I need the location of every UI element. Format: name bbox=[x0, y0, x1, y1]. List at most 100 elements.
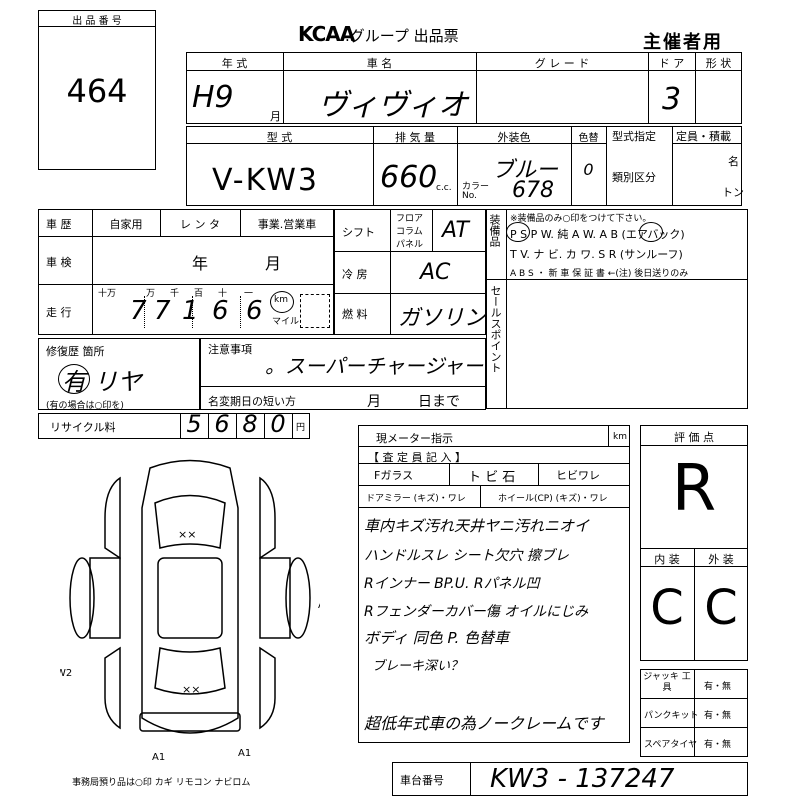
repaint-value: 0 bbox=[583, 160, 594, 179]
chassis-table bbox=[392, 762, 748, 796]
hibi-label: ヒビワレ bbox=[556, 469, 600, 482]
comment-1: ハンドルスレ シート欠穴 擦ブレ bbox=[364, 548, 569, 564]
mile-label: マイル bbox=[272, 317, 300, 327]
repair-table bbox=[38, 338, 200, 410]
history-table bbox=[38, 209, 334, 335]
mileage-unit-0: 十万 bbox=[98, 289, 117, 299]
mileage-digit-3: 6 bbox=[212, 296, 229, 326]
model-label: 型 式 bbox=[266, 131, 293, 144]
header-mark: 主催者用 bbox=[643, 32, 723, 53]
accessory-label-0: ジャッキ 工具 bbox=[643, 672, 691, 693]
comment-5: ブレーキ深い？ bbox=[372, 659, 464, 674]
mileage-unit-4: 十 bbox=[218, 289, 228, 299]
repair-label: 修復歴 箇所 bbox=[46, 345, 105, 358]
wheel-label: ホイール(CP) (キズ)・ワレ bbox=[498, 494, 608, 504]
km-circle bbox=[270, 291, 294, 313]
recycle-digit-0: 5 bbox=[186, 410, 202, 438]
model-value: V-KW3 bbox=[212, 163, 319, 198]
footer-items: 事務局預り品は○印 カギ リモコン ナビロム bbox=[72, 778, 251, 788]
reg-month: 月 bbox=[367, 394, 381, 410]
fuel-value: ガソリン bbox=[398, 306, 487, 331]
reg-day: 日まで bbox=[418, 394, 460, 410]
tobiishi-label: ト ビ 石 bbox=[468, 470, 516, 485]
color-label: 外装色 bbox=[497, 131, 531, 144]
km-label: km bbox=[274, 295, 288, 305]
inspection-month: 月 bbox=[265, 254, 282, 273]
mileage-digit-4: 6 bbox=[246, 296, 263, 326]
lot-number: 464 bbox=[66, 72, 128, 110]
accessory-label-1: パンクキット bbox=[644, 711, 699, 721]
notes-label: 注意事項 bbox=[208, 343, 252, 356]
notes-table bbox=[200, 338, 486, 410]
comment-6: 超低年式車の為ノークレームです bbox=[364, 714, 604, 733]
year-value: H9 bbox=[192, 80, 234, 115]
colorno-value: 678 bbox=[512, 178, 554, 203]
shift-label: シフト bbox=[342, 226, 375, 239]
history-opt3: 事業.営業車 bbox=[257, 218, 317, 231]
repair-note: (有の場合は○印を) bbox=[46, 401, 124, 411]
accessory-label-2: スペアタイヤ bbox=[644, 740, 698, 750]
month-unit: 月 bbox=[270, 110, 281, 123]
capacity-unit1: 名 bbox=[728, 155, 739, 168]
history-opt1: 自家用 bbox=[109, 218, 143, 231]
mark-xx-bottom: ×× bbox=[182, 683, 200, 696]
shift-opt-0: フロア bbox=[396, 214, 424, 224]
shift-opt-1: コラム bbox=[396, 227, 423, 237]
equipment-label: 装備品 bbox=[488, 214, 501, 247]
comment-3: Rフェンダーカバー傷 オイルにじみ bbox=[364, 604, 589, 620]
cc-unit: c.c. bbox=[436, 183, 452, 193]
capacity-unit2: トン bbox=[722, 186, 744, 199]
ps-circle bbox=[506, 222, 530, 242]
shift-opt-2: パネル bbox=[396, 240, 424, 250]
recycle-digit-1: 6 bbox=[214, 410, 230, 438]
row2-table bbox=[186, 126, 742, 206]
header-brand: KCAA bbox=[298, 22, 355, 46]
fglass-label: Fガラス bbox=[374, 469, 414, 482]
mileage-unit-5: 一 bbox=[244, 289, 254, 299]
mirror-label: ドアミラー (キズ)・ワレ bbox=[366, 494, 466, 504]
interior-value: C bbox=[650, 580, 684, 636]
header-title: .グループ 出品票 bbox=[345, 27, 459, 45]
mark-a2-right: A2 bbox=[318, 600, 320, 611]
doors-value: 3 bbox=[661, 82, 682, 117]
inspection-year: 年 bbox=[192, 254, 209, 273]
color-value: ブルー bbox=[492, 158, 559, 183]
row1-table bbox=[186, 52, 742, 124]
accessory-value-2: 有・無 bbox=[704, 740, 732, 750]
inspection-label: 車 検 bbox=[46, 256, 72, 269]
ac-label: 冷 房 bbox=[342, 268, 368, 281]
mark-w2: W2 bbox=[60, 668, 72, 679]
colorno-label: カラー No. bbox=[462, 182, 490, 201]
history-opt2: レ ン タ bbox=[180, 218, 220, 231]
comment-0: 車内キズ汚れ天井ヤニ汚れニオイ bbox=[364, 517, 590, 535]
recycle-digit-3: 0 bbox=[270, 410, 286, 438]
repaint-label: 色替 bbox=[578, 133, 599, 144]
repair-circle bbox=[58, 364, 90, 394]
mileage-unit-3: 百 bbox=[194, 289, 204, 299]
history-label: 車 歴 bbox=[46, 218, 72, 231]
doors-label: ド ア bbox=[658, 57, 685, 70]
mileage-unit-1: 万 bbox=[146, 289, 156, 299]
year-label: 年 式 bbox=[221, 57, 248, 70]
reg-label: 名変期日の短い方 bbox=[208, 395, 296, 408]
recycle-digit-2: 8 bbox=[242, 410, 258, 438]
shape-label: 形 状 bbox=[705, 57, 732, 70]
inspection-title: 【 査 定 員 記 入 】 bbox=[368, 451, 466, 464]
mileage-digit-1: 7 bbox=[154, 296, 171, 326]
mileage-check-box bbox=[300, 294, 330, 328]
fuel-label: 燃 料 bbox=[342, 308, 368, 321]
chassis-label: 車台番号 bbox=[400, 774, 444, 787]
cc-label: 排 気 量 bbox=[395, 131, 435, 144]
mark-a1-a: A1 bbox=[152, 752, 165, 763]
score-value: R bbox=[671, 452, 717, 526]
capacity-label: 定員・積載 bbox=[676, 130, 731, 143]
mileage-unit-2: 千 bbox=[170, 289, 180, 299]
interior-label: 内 装 bbox=[654, 553, 680, 566]
mark-xx-top: ×× bbox=[178, 528, 196, 541]
comment-4: ボディ 同色 P. 色替車 bbox=[364, 629, 510, 647]
specs-table bbox=[334, 209, 486, 335]
exterior-value: C bbox=[704, 580, 738, 636]
sales-point-label: セールスポイント bbox=[489, 285, 502, 373]
grade-label: グ レ ー ド bbox=[534, 57, 590, 70]
shift-value: AT bbox=[442, 218, 469, 243]
